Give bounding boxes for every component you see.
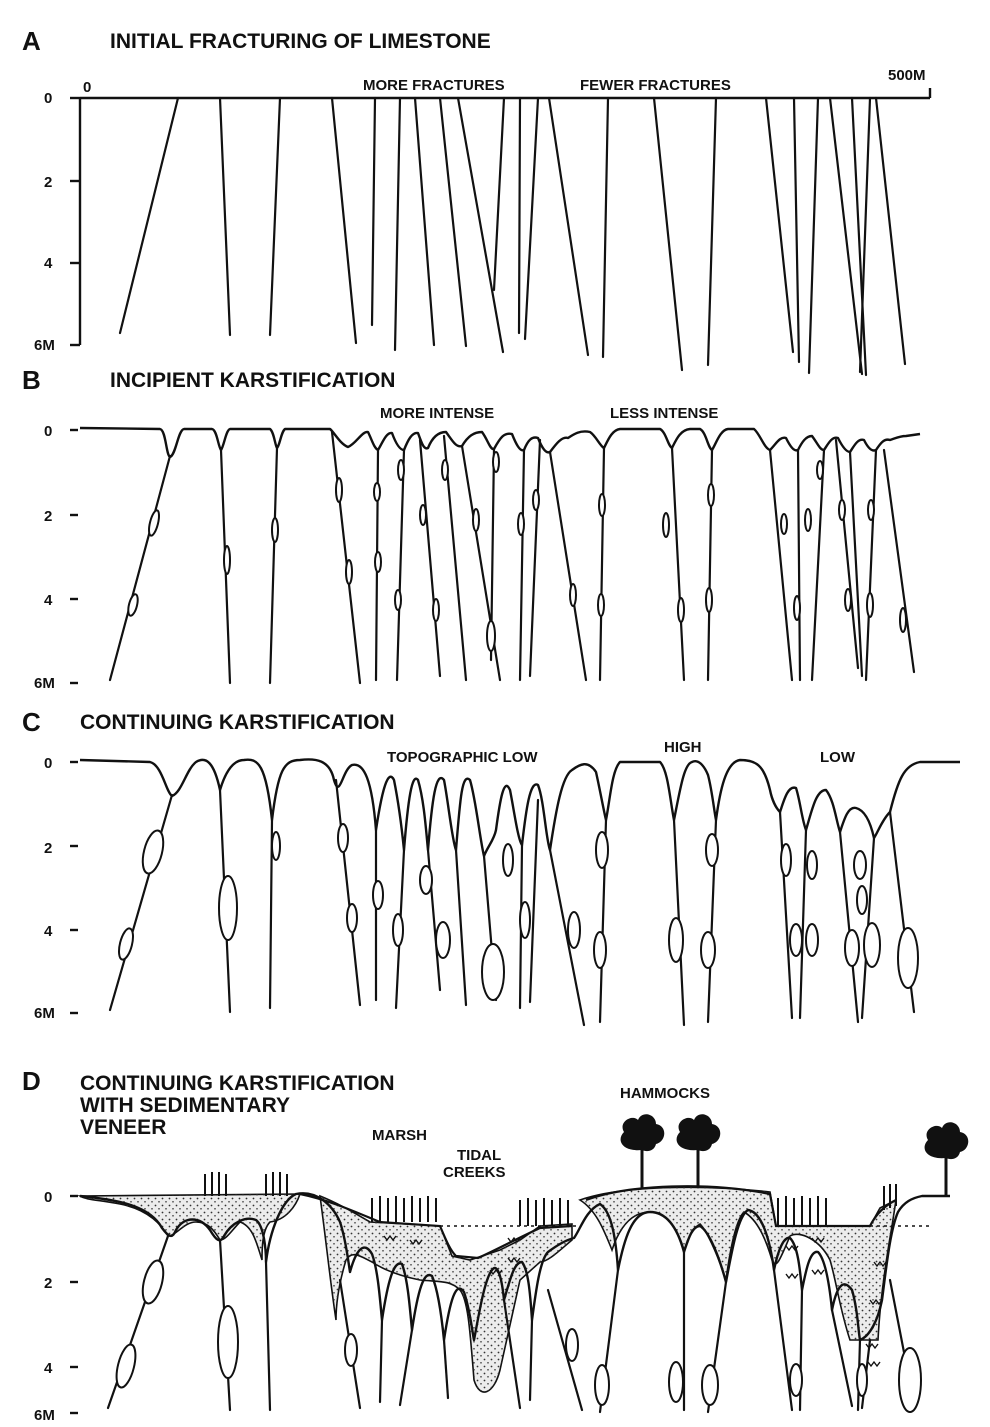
panel-a-title: INITIAL FRACTURING OF LIMESTONE xyxy=(110,30,491,53)
panel-c-letter: C xyxy=(22,707,41,737)
panel-a-depth-tick-2: 2 xyxy=(44,174,52,191)
panel-d-depth-tick-6m: 6M xyxy=(34,1407,55,1424)
panel-a-depth-tick-4: 4 xyxy=(44,255,53,272)
panel-c-depth-tick-4: 4 xyxy=(44,923,53,940)
panel-a-depth-tick-6m: 6M xyxy=(34,337,55,354)
panel-b-depth-tick-0: 0 xyxy=(44,423,52,440)
panel-d-hammock-trees xyxy=(621,1114,969,1196)
panel-b-annotation-less-intense: LESS INTENSE xyxy=(610,405,718,422)
panel-c-annotation-low: LOW xyxy=(820,749,856,766)
panel-a-letter: A xyxy=(22,26,41,56)
panel-b-solution-cavities xyxy=(126,452,906,651)
panel-d-annotation-tidal: TIDAL xyxy=(457,1147,501,1164)
panel-d-title-line-2: WITH SEDIMENTARY xyxy=(80,1094,290,1117)
panel-b-surface xyxy=(80,428,920,457)
panel-c-annotation-high: HIGH xyxy=(664,739,702,756)
panel-c-title: CONTINUING KARSTIFICATION xyxy=(80,711,395,734)
panel-a-annotation-more-fractures: MORE FRACTURES xyxy=(363,77,505,94)
panel-a-axis-start: 0 xyxy=(83,79,91,96)
panel-b-depth-tick-6m: 6M xyxy=(34,675,55,692)
panel-c-depth-tick-6m: 6M xyxy=(34,1005,55,1022)
panel-c-surface xyxy=(80,759,960,856)
panel-b-annotation-more-intense: MORE INTENSE xyxy=(380,405,494,422)
panel-a: A INITIAL FRACTURING OF LIMESTONE 0 500M… xyxy=(22,26,930,375)
panel-b-letter: B xyxy=(22,365,41,395)
panel-d-title-line-1: CONTINUING KARSTIFICATION xyxy=(80,1072,395,1095)
panel-d: D CONTINUING KARSTIFICATION WITH SEDIMEN… xyxy=(22,1066,968,1424)
panel-d-annotation-marsh: MARSH xyxy=(372,1127,427,1144)
panel-a-fractures xyxy=(120,98,905,375)
panel-d-axes xyxy=(70,1196,78,1413)
panel-b-depth-tick-4: 4 xyxy=(44,592,53,609)
panel-d-letter: D xyxy=(22,1066,41,1096)
panel-d-depth-tick-2: 2 xyxy=(44,1275,52,1292)
panel-b: B INCIPIENT KARSTIFICATION MORE INTENSE … xyxy=(22,365,920,692)
panel-a-axes xyxy=(70,88,930,345)
panel-d-title-line-3: VENEER xyxy=(80,1116,166,1139)
panel-b-depth-tick-2: 2 xyxy=(44,508,52,525)
panel-b-title: INCIPIENT KARSTIFICATION xyxy=(110,369,395,392)
panel-c-solution-cavities xyxy=(116,824,918,1000)
panel-a-depth-tick-0: 0 xyxy=(44,90,52,107)
panel-a-axis-end: 500M xyxy=(888,67,926,84)
panel-c-axes xyxy=(70,762,78,1013)
panel-d-depth-tick-4: 4 xyxy=(44,1360,53,1377)
panel-a-annotation-fewer-fractures: FEWER FRACTURES xyxy=(580,77,731,94)
panel-c-depth-tick-2: 2 xyxy=(44,840,52,857)
panel-c-depth-tick-0: 0 xyxy=(44,755,52,772)
panel-b-axes xyxy=(70,430,78,683)
panel-d-annotation-creeks: CREEKS xyxy=(443,1164,506,1181)
panel-d-annotation-hammocks: HAMMOCKS xyxy=(620,1085,710,1102)
panel-d-marsh-grass xyxy=(205,1172,896,1226)
panel-d-depth-tick-0: 0 xyxy=(44,1189,52,1206)
panel-c: C CONTINUING KARSTIFICATION TOPOGRAPHIC … xyxy=(22,707,960,1025)
panel-c-annotation-topographic-low: TOPOGRAPHIC LOW xyxy=(387,749,538,766)
